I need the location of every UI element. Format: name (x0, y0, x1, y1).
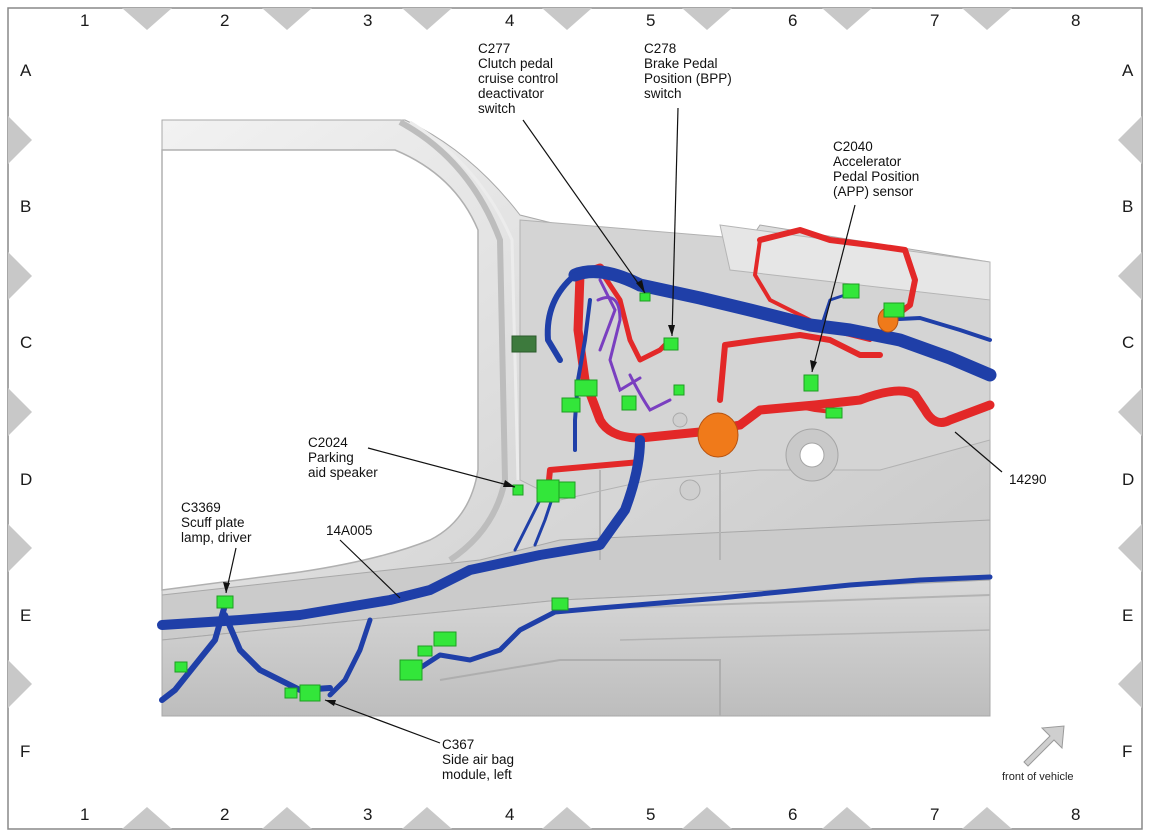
grid-markers-bottom (122, 807, 1012, 829)
callout-c3369-id: C3369 (181, 500, 221, 515)
grid-row-left-c: C (20, 333, 33, 352)
grid-col-bottom-4: 4 (505, 805, 515, 824)
callout-c277-line-4: switch (478, 101, 516, 116)
grid-col-bottom-1: 1 (80, 805, 90, 824)
grid-col-top-5: 5 (646, 11, 656, 30)
callout-c2040: C2040 Accelerator Pedal Position (APP) s… (833, 139, 919, 199)
callout-14a005: 14A005 (326, 523, 373, 538)
grid-row-left-f: F (20, 742, 31, 761)
connector-c367 (299, 684, 321, 702)
callout-c2040-id: C2040 (833, 139, 873, 154)
callout-c3369: C3369 Scuff plate lamp, driver (181, 500, 252, 545)
leader-arrowheads (223, 280, 817, 706)
front-of-vehicle-label: front of vehicle (1002, 771, 1074, 783)
callout-c278-line-2: Position (BPP) (644, 71, 732, 86)
connector-left (174, 661, 188, 673)
connector-c3369 (216, 595, 234, 609)
connector-upper-a (842, 283, 860, 299)
callout-c278-line-1: Brake Pedal (644, 56, 718, 71)
connector-floor-b (433, 631, 457, 647)
callout-c367-line-2: module, left (442, 767, 512, 782)
connector-dash-b (561, 397, 581, 413)
grid-row-right-c: C (1122, 333, 1135, 352)
grid-row-left-d: D (20, 470, 33, 489)
connector-dash-e (511, 335, 537, 353)
connector-c367b (284, 687, 298, 699)
grid-row-right-f: F (1122, 742, 1133, 761)
connector-upper-b (883, 302, 905, 318)
grid-col-bottom-8: 8 (1071, 805, 1081, 824)
grid-row-right-b: B (1122, 197, 1134, 216)
connector-dash-a (574, 379, 598, 397)
callout-c2024-line-1: Parking (308, 450, 354, 465)
grid-col-top-1: 1 (80, 11, 90, 30)
grid-row-right-d: D (1122, 470, 1135, 489)
leader-lines (225, 107, 1003, 744)
grid-markers-left (8, 116, 32, 708)
connector-c2024b (536, 479, 560, 503)
grommet-dash (697, 412, 739, 458)
connector-dash-d (673, 384, 685, 396)
callout-c277-id: C277 (478, 41, 511, 56)
callout-c3369-line-2: lamp, driver (181, 530, 252, 545)
front-of-vehicle-arrow-icon (1023, 725, 1065, 767)
grid-col-bottom-5: 5 (646, 805, 656, 824)
grid-col-bottom-2: 2 (220, 805, 230, 824)
callout-c277: C277 Clutch pedal cruise control deactiv… (478, 41, 558, 116)
callout-c278-id: C278 (644, 41, 677, 56)
grid-row-left-a: A (20, 61, 32, 80)
grid-col-top-4: 4 (505, 11, 515, 30)
grid-markers-top (122, 8, 1012, 30)
connector-c2040 (803, 374, 819, 392)
grid-row-left-b: B (20, 197, 32, 216)
connector-c2024 (512, 484, 524, 496)
callout-c2040-line-2: Pedal Position (833, 169, 920, 184)
callout-c2040-line-3: (APP) sensor (833, 184, 914, 199)
callout-c277-line-1: Clutch pedal (478, 56, 554, 71)
connector-c277 (639, 292, 651, 302)
connector-floor-c (417, 645, 433, 657)
callout-c367-id: C367 (442, 737, 475, 752)
grid-row-right-e: E (1122, 606, 1134, 625)
callout-c277-line-2: cruise control (478, 71, 559, 86)
callout-14290-id: 14290 (1009, 472, 1047, 487)
grid-col-top-6: 6 (788, 11, 798, 30)
grid-row-right-a: A (1122, 61, 1134, 80)
callout-c3369-line-1: Scuff plate (181, 515, 245, 530)
connector-dash-c (621, 395, 637, 411)
grid-col-top-3: 3 (363, 11, 373, 30)
callout-c2040-line-1: Accelerator (833, 154, 902, 169)
connector-floor-a (399, 659, 423, 681)
purple-wires (596, 278, 672, 412)
grid-col-bottom-6: 6 (788, 805, 798, 824)
grid-col-top-7: 7 (930, 11, 940, 30)
callout-c2024-line-2: aid speaker (308, 465, 378, 480)
grid-col-top-8: 8 (1071, 11, 1081, 30)
connector-c2024c (558, 481, 576, 499)
callout-14290: 14290 (1009, 472, 1047, 487)
callout-c278-line-3: switch (644, 86, 682, 101)
callout-c278: C278 Brake Pedal Position (BPP) switch (644, 41, 732, 101)
grid-row-left-e: E (20, 606, 32, 625)
callout-14a005-id: 14A005 (326, 523, 373, 538)
connector-c278 (663, 337, 679, 351)
grid-markers-right (1118, 116, 1142, 708)
grid-col-top-2: 2 (220, 11, 230, 30)
grid-col-bottom-3: 3 (363, 805, 373, 824)
grid-col-bottom-7: 7 (930, 805, 940, 824)
callout-c367: C367 Side air bag module, left (442, 737, 514, 782)
connectors (174, 283, 905, 702)
callout-c2024: C2024 Parking aid speaker (308, 435, 378, 480)
callout-c2024-id: C2024 (308, 435, 348, 450)
connector-floor-d (551, 597, 569, 611)
connector-app-b (825, 407, 843, 419)
callout-c367-line-1: Side air bag (442, 752, 515, 767)
callout-c277-line-3: deactivator (478, 86, 545, 101)
